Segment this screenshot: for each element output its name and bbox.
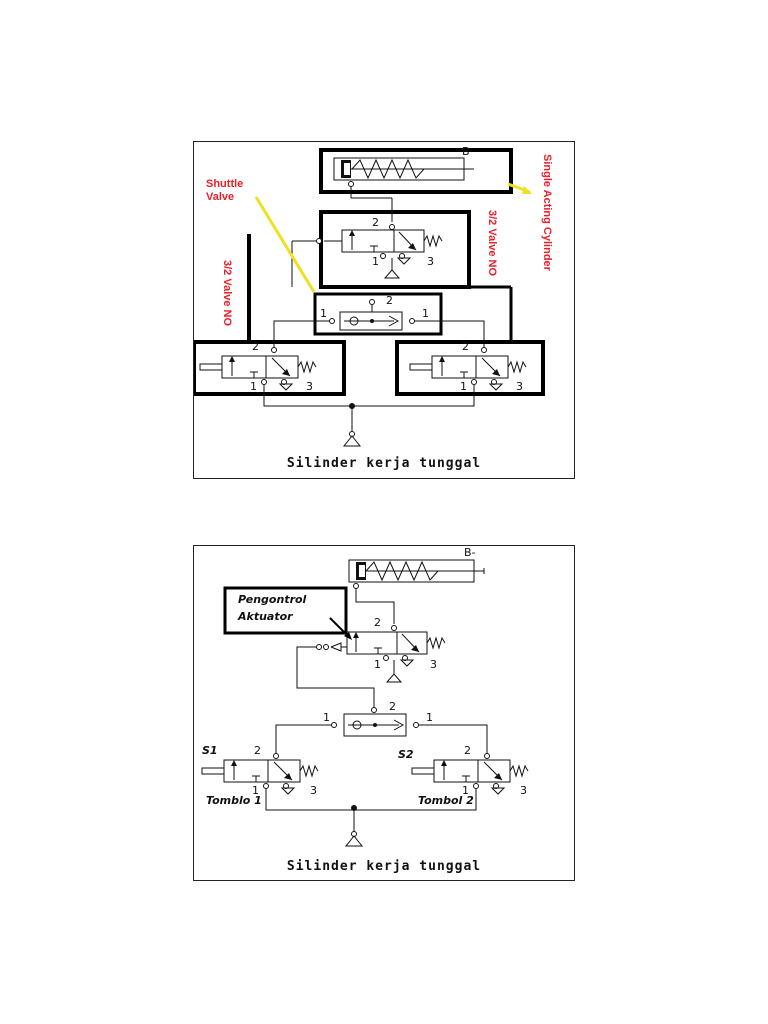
shuttle-port-1-right: 1 [426, 711, 433, 724]
air-supply [265, 789, 477, 847]
button-1-label: Tomblo 1 [206, 794, 262, 807]
left-valve-port-1: 1 [252, 784, 259, 797]
main-valve-exhaust [385, 673, 403, 683]
shuttle-valve: 2 1 1 [275, 700, 488, 754]
shuttle-valve-label-line1: Shuttle [206, 178, 243, 190]
right-valve-port-2: 2 [464, 744, 471, 757]
caption-1: Silinder kerja tunggal [287, 456, 481, 471]
left-3-2-valve: 2 1 3 [199, 340, 317, 393]
left-3-2-valve: S1 2 1 3 Tomblo 1 [201, 744, 319, 807]
right-valve-port-1: 1 [462, 784, 469, 797]
button-2-label: Tombol 2 [418, 794, 474, 807]
switch-s2-label: S2 [398, 748, 414, 761]
left-valve-port-1: 1 [250, 380, 257, 393]
single-acting-cylinder: B- [348, 546, 485, 624]
right-valve-port-3: 3 [516, 380, 523, 393]
right-valve-port-1: 1 [460, 380, 467, 393]
shuttle-pointer [254, 196, 316, 293]
left-valve-box [194, 340, 346, 396]
cylinder-label: B- [464, 546, 476, 559]
left-valve-port-3: 3 [310, 784, 317, 797]
shuttle-port-1-right: 1 [422, 307, 429, 320]
shuttle-valve: 2 1 1 [273, 294, 485, 347]
left-valve-port-2: 2 [252, 340, 259, 353]
main-valve-port-2: 2 [372, 216, 379, 229]
right-3-2-valve: S2 2 1 3 Tombol 2 [398, 744, 529, 807]
shuttle-valve-box [313, 292, 443, 336]
valve-no-right-label: 3/2 Valve NO [486, 210, 498, 276]
right-valve-box [395, 340, 545, 396]
shuttle-port-1-left: 1 [320, 307, 327, 320]
main-valve-port-1: 1 [372, 255, 379, 268]
right-valve-port-3: 3 [520, 784, 527, 797]
main-valve-port-3: 3 [427, 255, 434, 268]
right-3-2-valve: 2 1 3 [409, 340, 527, 393]
shuttle-port-2: 2 [389, 700, 396, 713]
switch-s1-label: S1 [202, 744, 218, 757]
valve-no-left-label: 3/2 Valve NO [221, 260, 233, 326]
callout-line1: Pengontrol [238, 593, 307, 606]
caption-2: Silinder kerja tunggal [287, 859, 481, 874]
shuttle-port-1-left: 1 [323, 711, 330, 724]
right-valve-port-2: 2 [462, 340, 469, 353]
main-valve-port-1: 1 [374, 658, 381, 671]
shuttle-port-2: 2 [386, 294, 393, 307]
diagram-1-canvas: B 2 1 3 2 [194, 145, 553, 471]
main-valve-box [319, 210, 471, 289]
main-3-2-valve: 2 1 3 [291, 216, 443, 287]
shuttle-valve-label-line2: Valve [206, 191, 234, 203]
pneumatic-diagram-plain: B- Pengontrol Aktuator 2 1 3 [193, 545, 575, 881]
left-valve-port-2: 2 [254, 744, 261, 757]
cylinder-label: B [462, 145, 470, 158]
air-supply [263, 385, 475, 447]
diagram-2-canvas: B- Pengontrol Aktuator 2 1 3 [201, 546, 529, 874]
main-3-2-valve: 2 1 3 [296, 616, 446, 708]
callout-line2: Aktuator [237, 610, 293, 623]
controller-callout: Pengontrol Aktuator [223, 586, 352, 640]
pneumatic-diagram-annotated: B 2 1 3 2 [193, 141, 575, 479]
single-acting-cylinder: B [333, 145, 474, 222]
main-valve-port-3: 3 [430, 658, 437, 671]
cylinder-box [319, 148, 513, 194]
single-acting-cylinder-label: Single Acting Cylinder [541, 154, 553, 272]
main-valve-exhaust [383, 269, 401, 279]
main-valve-port-2: 2 [374, 616, 381, 629]
left-valve-port-3: 3 [306, 380, 313, 393]
